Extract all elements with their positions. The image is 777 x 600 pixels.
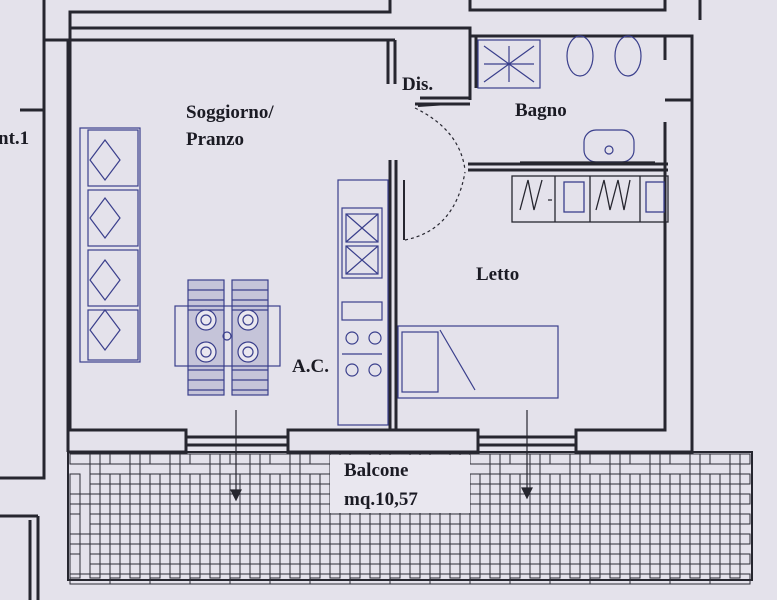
room-label-dis: Dis. xyxy=(402,74,433,95)
bathroom-fixtures xyxy=(477,35,655,163)
label-ac: A.C. xyxy=(292,356,329,377)
balcony-tile xyxy=(409,573,421,579)
balcony-tile xyxy=(269,553,281,579)
label-cut-left: nt.1 xyxy=(0,128,29,149)
bed xyxy=(397,325,559,399)
balcony-tile xyxy=(289,573,301,579)
balcony-tile xyxy=(569,573,581,579)
balcony-tile xyxy=(649,573,661,579)
room-label-letto: Letto xyxy=(476,264,519,285)
balcony-tile xyxy=(389,553,401,579)
balcony-tile xyxy=(69,553,81,579)
room-label-pranzo: Pranzo xyxy=(186,129,244,150)
balcony-tile xyxy=(429,553,441,579)
balcony-tile xyxy=(369,573,381,579)
label-balcone-area: mq.10,57 xyxy=(344,489,418,510)
balcony-tile xyxy=(329,573,341,579)
interior-walls xyxy=(0,40,668,600)
balcony-tile xyxy=(729,513,751,525)
sofa xyxy=(79,127,141,363)
balcony-tile xyxy=(89,573,101,579)
balcony-tile xyxy=(469,553,481,579)
balcony-tile xyxy=(149,553,161,579)
balcony-tile xyxy=(669,553,681,579)
wardrobe xyxy=(511,175,669,223)
balcony-tile xyxy=(509,553,521,579)
balcony-tile xyxy=(549,553,561,579)
balcony-tile xyxy=(449,573,461,579)
balcony-tile xyxy=(709,553,721,579)
room-label-bagno: Bagno xyxy=(515,100,567,121)
balcony-tile xyxy=(689,573,701,579)
balcony-tile xyxy=(349,553,361,579)
balcony-tile xyxy=(609,573,621,579)
balcony xyxy=(67,451,753,585)
balcony-tile xyxy=(529,573,541,579)
balcony-tile xyxy=(249,573,261,579)
balcony-tile xyxy=(209,573,221,579)
upper-walls xyxy=(42,0,702,42)
balcony-tile xyxy=(629,553,641,579)
room-label-soggiorno: Soggiorno/ xyxy=(186,102,274,123)
label-balcone: Balcone xyxy=(344,460,408,481)
balcony-tile xyxy=(729,553,751,565)
door-swings xyxy=(403,103,466,241)
balcony-tile xyxy=(229,553,241,579)
balcony-tile xyxy=(489,573,501,579)
balcony-tile-pattern xyxy=(69,453,751,585)
balcony-tile xyxy=(189,553,201,579)
balcony-tile xyxy=(309,553,321,579)
kitchen xyxy=(337,179,389,426)
balcony-tile xyxy=(169,573,181,579)
section-arrows xyxy=(230,410,533,502)
balcony-tile xyxy=(129,573,141,579)
balcony-tile xyxy=(729,473,751,485)
balcony-tile xyxy=(729,573,741,579)
balcony-tile xyxy=(109,553,121,579)
balcony-tile xyxy=(589,553,601,579)
dining-table xyxy=(174,279,281,396)
